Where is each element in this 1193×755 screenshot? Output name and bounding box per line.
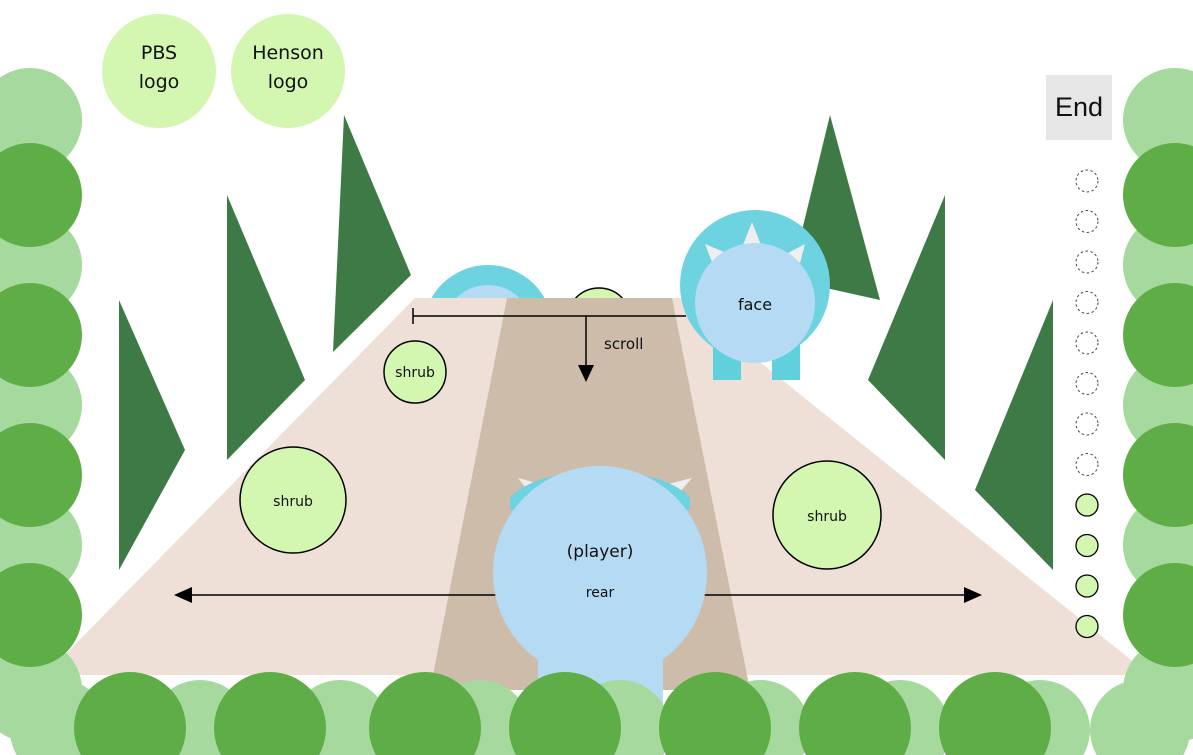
progress-dot-filled — [1075, 574, 1099, 598]
end-button-label: End — [1054, 92, 1104, 122]
progress-dots — [1075, 169, 1099, 639]
tree-left-1 — [119, 300, 185, 570]
progress-dot-empty — [1075, 331, 1099, 355]
progress-dot-empty — [1075, 169, 1099, 193]
shrub-1[interactable]: shrub — [383, 340, 447, 404]
progress-dot-empty — [1075, 250, 1099, 274]
henson-logo-line2: logo — [268, 71, 309, 93]
progress-dot-filled — [1075, 533, 1099, 558]
progress-dot-empty — [1075, 291, 1099, 314]
shrub-3[interactable]: shrub — [772, 460, 882, 570]
bottom-bushes — [10, 672, 1190, 755]
progress-dot-filled — [1075, 614, 1099, 639]
tree-right-3 — [975, 300, 1053, 570]
shrub-2[interactable]: shrub — [239, 446, 347, 554]
henson-logo-line1: Henson — [252, 42, 324, 64]
shrub-label: shrub — [273, 494, 313, 510]
progress-dot-empty — [1075, 210, 1099, 233]
left-trees — [119, 115, 411, 570]
progress-dot-empty — [1075, 412, 1099, 436]
enemy-creature-face: face — [680, 210, 830, 380]
rear-label: rear — [586, 585, 615, 601]
henson-logo: Henson logo — [231, 14, 345, 128]
tree-left-3 — [333, 115, 411, 352]
player-label: (player) — [567, 542, 634, 562]
tree-right-2 — [868, 195, 945, 460]
shrub-label: shrub — [807, 509, 847, 525]
progress-dot-empty — [1075, 453, 1099, 476]
scroll-label: scroll — [604, 335, 643, 353]
tree-left-2 — [227, 195, 305, 460]
pbs-logo-line2: logo — [139, 71, 180, 93]
progress-dot-empty — [1075, 372, 1099, 395]
end-button[interactable]: End — [1046, 75, 1112, 140]
left-bushes — [0, 68, 82, 742]
progress-dot-filled — [1075, 493, 1099, 517]
scroll-indicator: scroll — [412, 308, 686, 382]
face-label: face — [738, 295, 772, 314]
pbs-logo: PBS logo — [102, 14, 216, 128]
pbs-logo-line1: PBS — [141, 42, 177, 64]
shrub-label: shrub — [395, 365, 435, 381]
right-bushes — [1123, 68, 1193, 742]
